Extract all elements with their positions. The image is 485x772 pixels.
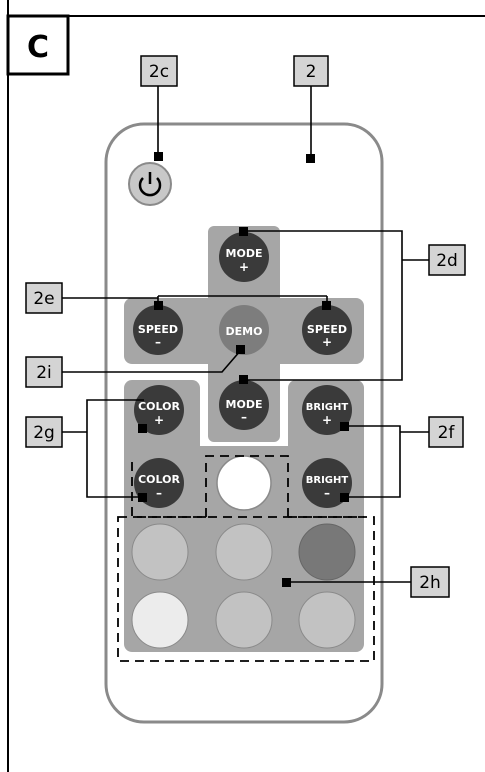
- leader-markers: [138, 152, 349, 587]
- speed-plus-sign: +: [322, 335, 332, 349]
- mode-plus-label: MODE: [226, 247, 263, 260]
- speed-minus-button[interactable]: SPEED –: [133, 305, 183, 355]
- svg-text:2e: 2e: [33, 289, 54, 309]
- bright-plus-label: BRIGHT: [306, 402, 349, 413]
- section-label-box: [6, 14, 70, 76]
- color-minus-sign: –: [156, 486, 162, 500]
- svg-text:2f: 2f: [438, 423, 456, 443]
- callout-2h: 2h: [410, 566, 450, 598]
- dashed-group-outlines: [117, 455, 375, 662]
- color-preset-button-2[interactable]: [215, 523, 273, 581]
- section-label: C: [27, 30, 49, 65]
- section-frame: C: [6, 0, 485, 772]
- svg-text:2g: 2g: [33, 423, 55, 443]
- demo-button[interactable]: DEMO: [219, 305, 269, 355]
- callout-2e: 2e: [25, 282, 63, 314]
- callout-2i: 2i: [25, 356, 63, 388]
- mode-minus-sign: –: [241, 410, 247, 424]
- color-preset-button-1[interactable]: [131, 523, 189, 581]
- leader-lines: [62, 86, 430, 583]
- color-white-button[interactable]: [216, 455, 272, 511]
- bright-plus-button[interactable]: BRIGHT +: [302, 385, 352, 435]
- bright-minus-button[interactable]: BRIGHT –: [302, 458, 352, 508]
- bright-minus-label: BRIGHT: [306, 475, 349, 486]
- callout-2: 2: [293, 55, 329, 87]
- svg-text:2h: 2h: [419, 573, 441, 593]
- callout-2g: 2g: [25, 416, 63, 448]
- color-minus-label: COLOR: [138, 473, 180, 486]
- color-plus-button[interactable]: COLOR +: [134, 385, 184, 435]
- color-preset-button-4[interactable]: [131, 591, 189, 649]
- bright-plus-sign: +: [322, 413, 332, 427]
- callout-2c: 2c: [140, 55, 178, 87]
- color-plus-sign: +: [154, 413, 164, 427]
- mode-minus-label: MODE: [226, 398, 263, 411]
- svg-text:2c: 2c: [149, 62, 169, 82]
- power-icon: [138, 172, 162, 197]
- mode-minus-button[interactable]: MODE –: [219, 380, 269, 430]
- color-preset-button-5[interactable]: [215, 591, 273, 649]
- preset-group-outline: [117, 516, 375, 662]
- speed-minus-label: SPEED: [138, 323, 178, 336]
- callout-2f: 2f: [428, 416, 464, 448]
- speed-minus-sign: –: [155, 335, 161, 349]
- bright-minus-sign: –: [324, 486, 330, 500]
- callout-2d: 2d: [428, 244, 466, 276]
- color-group-divider: [205, 455, 289, 517]
- speed-plus-button[interactable]: SPEED +: [302, 305, 352, 355]
- color-preset-button-3[interactable]: [298, 523, 356, 581]
- speed-plus-label: SPEED: [307, 323, 347, 336]
- svg-text:2i: 2i: [36, 363, 52, 383]
- svg-text:2d: 2d: [436, 251, 458, 271]
- power-button[interactable]: [128, 162, 172, 206]
- color-plus-label: COLOR: [138, 400, 180, 413]
- demo-label: DEMO: [226, 325, 263, 338]
- mode-plus-button[interactable]: MODE +: [219, 232, 269, 282]
- color-preset-button-6[interactable]: [298, 591, 356, 649]
- mode-plus-sign: +: [239, 260, 249, 274]
- svg-text:2: 2: [306, 62, 317, 82]
